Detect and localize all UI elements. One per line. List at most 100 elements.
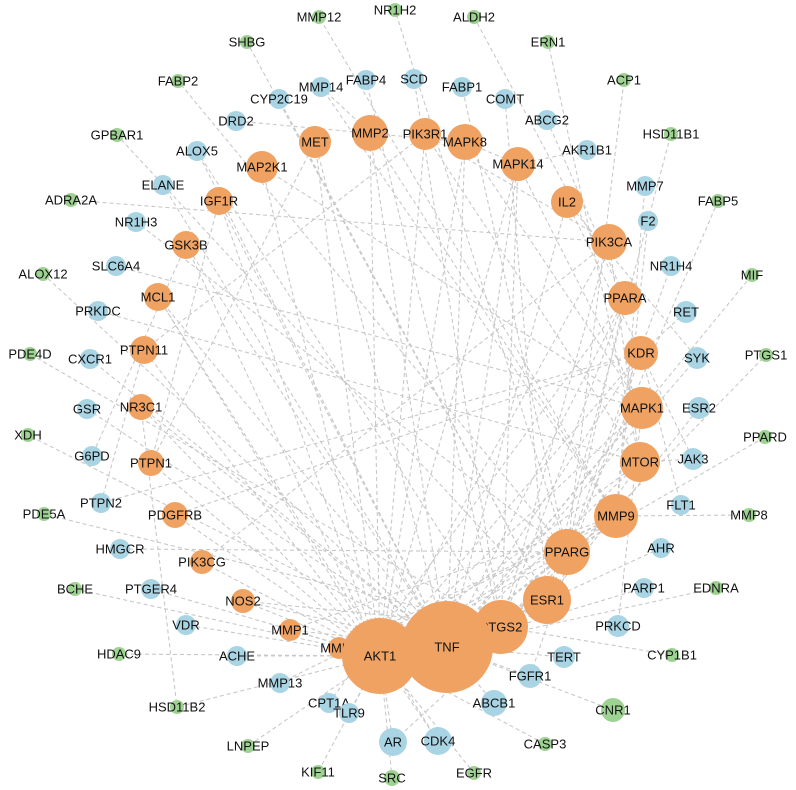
node-circle-adra2a <box>64 193 78 207</box>
node-label-ptgs2: PTGS2 <box>480 620 523 635</box>
node-circle-ret <box>675 301 697 323</box>
node-label-mmp9: MMP9 <box>597 509 635 524</box>
edge-tnf-alox12 <box>42 273 448 648</box>
node-label-hdac9: HDAC9 <box>97 647 141 662</box>
edge-tnf-igf1r <box>218 200 448 648</box>
node-label-il2: IL2 <box>558 195 576 210</box>
node-label-gsk3b: GSK3B <box>164 238 207 253</box>
node-cyp2c19: CYP2C19 <box>250 89 308 109</box>
node-circle-ache <box>227 646 247 666</box>
node-circle-cxcr1 <box>80 349 100 369</box>
node-ahr: AHR <box>647 538 675 558</box>
node-mmp12: MMP12 <box>297 10 342 25</box>
node-fabp2: FABP2 <box>158 74 198 89</box>
node-esr2: ESR2 <box>682 397 716 419</box>
node-circle-mmp14 <box>311 77 331 97</box>
node-label-cyp2c19: CYP2C19 <box>250 92 308 107</box>
node-circle-mapk1 <box>621 387 663 429</box>
node-ednra: EDNRA <box>693 581 739 596</box>
node-label-fgfr1: FGFR1 <box>509 669 552 684</box>
node-circle-ptpn1 <box>138 450 164 476</box>
node-circle-abcg2 <box>537 110 557 130</box>
node-circle-nr1h4 <box>661 256 681 276</box>
node-nos2: NOS2 <box>225 589 261 613</box>
node-circle-pde4d <box>23 347 37 361</box>
node-ptpn1: PTPN1 <box>130 450 172 476</box>
node-akr1b1: AKR1B1 <box>562 140 612 160</box>
node-prkcd: PRKCD <box>595 615 641 637</box>
node-casp3: CASP3 <box>524 737 567 752</box>
node-circle-mif <box>745 268 759 282</box>
node-map2k1: MAP2K1 <box>236 151 288 183</box>
node-shbg: SHBG <box>229 35 266 50</box>
node-circle-mmp12 <box>312 10 326 24</box>
node-abcg2: ABCG2 <box>525 110 569 130</box>
edge-pparg-fabp2 <box>177 80 568 553</box>
node-circle-fabp4 <box>356 70 376 90</box>
edge-il2-jak3 <box>566 201 694 460</box>
node-drd2: DRD2 <box>218 111 254 131</box>
node-pik3r1: PIK3R1 <box>403 118 447 150</box>
node-hmgcr: HMGCR <box>95 539 145 559</box>
edge-akt1-gsk3b <box>185 244 381 657</box>
node-fabp4: FABP4 <box>346 70 386 90</box>
node-circle-lnpep <box>241 739 255 753</box>
node-circle-abcb1 <box>481 690 507 716</box>
node-label-kif11: KIF11 <box>301 765 335 780</box>
node-circle-hdac9 <box>112 647 126 661</box>
node-circle-met <box>299 126 331 158</box>
node-label-vdr: VDR <box>172 618 199 633</box>
node-circle-pdgfrb <box>162 502 188 528</box>
node-circle-tnf <box>401 601 493 693</box>
node-acp1: ACP1 <box>607 73 641 88</box>
node-tnf: TNF <box>401 601 493 693</box>
edge-tnf-gsr <box>86 408 448 648</box>
node-label-nr1h3: NR1H3 <box>115 215 158 230</box>
node-label-cdk4: CDK4 <box>421 734 456 749</box>
edge-pparg-acp1 <box>566 79 625 553</box>
node-ppard: PPARD <box>743 430 787 445</box>
node-circle-nr3c1 <box>128 394 154 420</box>
node-ptpn2: PTPN2 <box>80 493 122 513</box>
node-label-cxcr1: CXCR1 <box>68 352 112 367</box>
node-label-tnf: TNF <box>434 640 459 655</box>
node-pparg: PPARG <box>544 529 590 575</box>
edge-ptgs2-pik3ca <box>500 241 610 628</box>
node-circle-mmp9 <box>594 494 638 538</box>
edge-mmp2-mmp14 <box>320 86 371 134</box>
node-label-mcl1: MCL1 <box>141 290 176 305</box>
node-hdac9: HDAC9 <box>97 647 141 662</box>
node-mapk1: MAPK1 <box>620 387 664 429</box>
node-circle-elane <box>153 175 173 195</box>
node-label-hmgcr: HMGCR <box>95 542 144 557</box>
node-label-ppard: PPARD <box>743 430 787 445</box>
node-circle-mapk14 <box>501 147 535 181</box>
node-label-fabp1: FABP1 <box>442 80 482 95</box>
node-layer: EGFRCASP3CYP1B1EDNRAMMP8PPARDPTGS1MIFFAB… <box>8 3 788 786</box>
edge-esr1-gpbar1 <box>116 134 548 601</box>
node-label-ptpn2: PTPN2 <box>80 496 122 511</box>
node-ret: RET <box>673 301 699 323</box>
node-label-met: MET <box>301 135 329 150</box>
node-prkdc: PRKDC <box>75 301 121 321</box>
node-label-kdr: KDR <box>627 346 654 361</box>
node-ptgs1: PTGS1 <box>745 348 788 363</box>
edge-esr1-shbg <box>246 41 548 601</box>
node-circle-hsd11b2 <box>170 700 184 714</box>
node-pde4d: PDE4D <box>8 347 51 362</box>
node-mapk8: MAPK8 <box>443 124 487 160</box>
node-circle-tert <box>553 646 575 668</box>
node-label-scd: SCD <box>400 72 427 87</box>
node-g6pd: G6PD <box>74 446 110 466</box>
node-circle-cnr1 <box>601 698 625 722</box>
node-label-pde5a: PDE5A <box>23 507 66 522</box>
edge-pparg-nr1h2 <box>394 9 568 553</box>
node-circle-drd2 <box>226 111 246 131</box>
node-label-esr1: ESR1 <box>530 593 564 608</box>
edge-mtor-prkdc <box>97 310 641 463</box>
edge-akt1-mcl1 <box>157 296 381 657</box>
node-mcl1: MCL1 <box>141 283 176 311</box>
node-label-mmp8: MMP8 <box>730 508 768 523</box>
node-label-mmp12: MMP12 <box>297 10 342 25</box>
node-gpbar1: GPBAR1 <box>91 128 144 143</box>
